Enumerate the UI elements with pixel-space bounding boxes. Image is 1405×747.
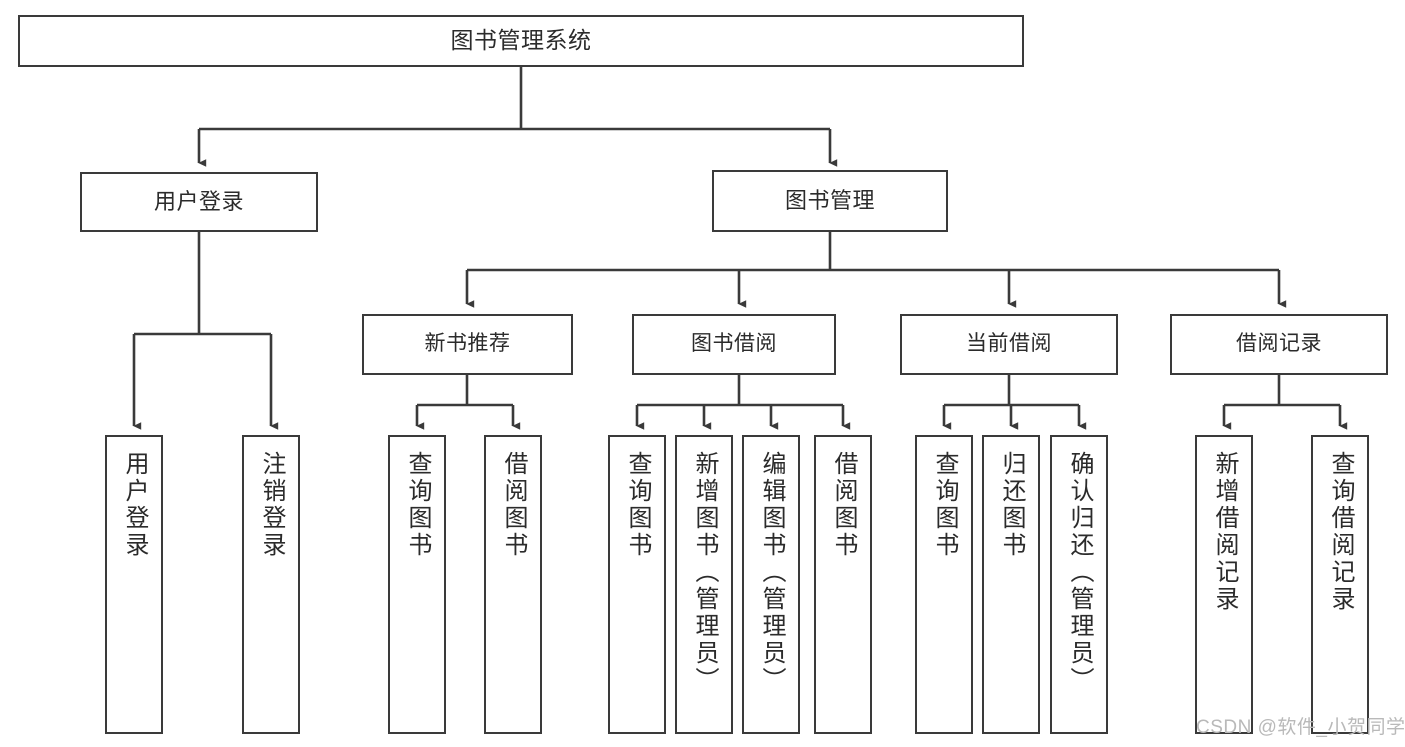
node-label: 查询借阅记录 xyxy=(1326,451,1354,613)
node-label: 借阅记录 xyxy=(1236,332,1322,356)
node-label: 用户登录 xyxy=(153,189,244,215)
node-current-borrow[interactable]: 当前借阅 xyxy=(900,314,1118,375)
leaf-edit-book-admin[interactable]: 编辑图书（管理员） xyxy=(742,435,800,734)
leaf-confirm-return-admin[interactable]: 确认归还（管理员） xyxy=(1050,435,1108,734)
node-user-login[interactable]: 用户登录 xyxy=(80,172,318,232)
node-label: 编辑图书（管理员） xyxy=(757,451,785,694)
node-label: 用户登录 xyxy=(120,451,148,559)
node-label: 图书管理系统 xyxy=(450,27,592,54)
leaf-query-book-recommend[interactable]: 查询图书 xyxy=(388,435,446,734)
leaf-borrow-book[interactable]: 借阅图书 xyxy=(814,435,872,734)
node-label: 图书管理 xyxy=(784,188,875,214)
node-label: 图书借阅 xyxy=(691,332,777,356)
leaf-add-book-admin[interactable]: 新增图书（管理员） xyxy=(675,435,733,734)
node-label: 确认归还（管理员） xyxy=(1065,451,1093,694)
leaf-query-book-current[interactable]: 查询图书 xyxy=(915,435,973,734)
node-label: 归还图书 xyxy=(997,451,1025,559)
node-label: 查询图书 xyxy=(623,451,651,559)
leaf-logout[interactable]: 注销登录 xyxy=(242,435,300,734)
node-root-system[interactable]: 图书管理系统 xyxy=(18,15,1024,67)
node-new-book-recommend[interactable]: 新书推荐 xyxy=(362,314,573,375)
node-label: 借阅图书 xyxy=(829,451,857,559)
node-label: 新书推荐 xyxy=(424,332,511,356)
node-label: 查询图书 xyxy=(930,451,958,559)
node-book-borrow[interactable]: 图书借阅 xyxy=(632,314,836,375)
leaf-user-login[interactable]: 用户登录 xyxy=(105,435,163,734)
node-label: 新增借阅记录 xyxy=(1210,451,1238,613)
watermark: CSDN @软件_小贺同学 xyxy=(1196,717,1405,738)
node-label: 查询图书 xyxy=(403,451,431,559)
leaf-query-borrow-record[interactable]: 查询借阅记录 xyxy=(1311,435,1369,734)
node-label: 新增图书（管理员） xyxy=(690,451,718,694)
leaf-add-borrow-record[interactable]: 新增借阅记录 xyxy=(1195,435,1253,734)
node-label: 当前借阅 xyxy=(966,332,1052,356)
node-label: 借阅图书 xyxy=(499,451,527,559)
leaf-query-book-borrow[interactable]: 查询图书 xyxy=(608,435,666,734)
leaf-return-book[interactable]: 归还图书 xyxy=(982,435,1040,734)
node-label: 注销登录 xyxy=(257,451,285,559)
node-borrow-record[interactable]: 借阅记录 xyxy=(1170,314,1388,375)
node-book-management[interactable]: 图书管理 xyxy=(712,170,948,232)
leaf-borrow-book-recommend[interactable]: 借阅图书 xyxy=(484,435,542,734)
